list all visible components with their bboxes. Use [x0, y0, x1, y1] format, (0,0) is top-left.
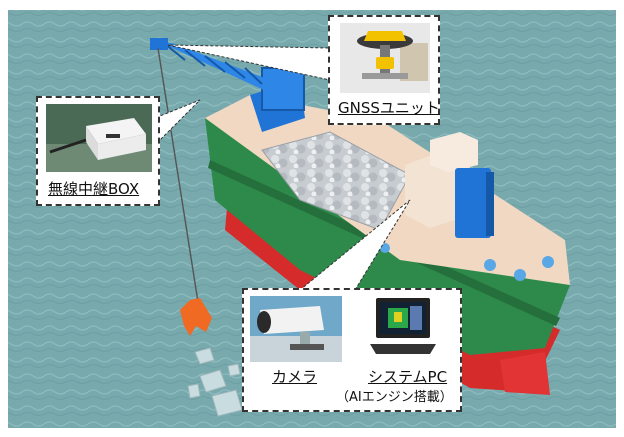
ai-engine-note: （AIエンジン搭載）	[336, 390, 453, 405]
gnss-unit-label: GNSSユニット	[338, 99, 440, 117]
camera-icon	[250, 296, 342, 362]
gnss-callout: GNSSユニット	[328, 15, 440, 125]
cargo-rocks	[261, 131, 411, 231]
relay-callout: 無線中継BOX	[36, 96, 160, 206]
fitting	[542, 256, 554, 268]
grab-bucket	[180, 298, 212, 336]
fitting	[514, 269, 526, 281]
system-unit-blue	[455, 168, 491, 238]
laptop-icon	[370, 298, 436, 354]
gnss-mount	[150, 38, 168, 50]
gnss-antenna-icon	[340, 23, 430, 93]
camera-label: カメラ	[272, 368, 318, 386]
crane-boom	[155, 40, 275, 92]
pc-callout: カメラ システムPC （AIエンジン搭載）	[242, 288, 462, 412]
fitting	[484, 259, 496, 271]
system-pc-label: システムPC	[368, 368, 448, 386]
system-unit-side	[486, 172, 494, 236]
rudder	[500, 352, 550, 395]
relay-box-label: 無線中継BOX	[48, 180, 140, 198]
boom-lattice	[164, 43, 263, 85]
relay-box-icon	[46, 104, 152, 172]
bridge-upper	[430, 132, 478, 172]
crane-wire	[157, 47, 199, 303]
